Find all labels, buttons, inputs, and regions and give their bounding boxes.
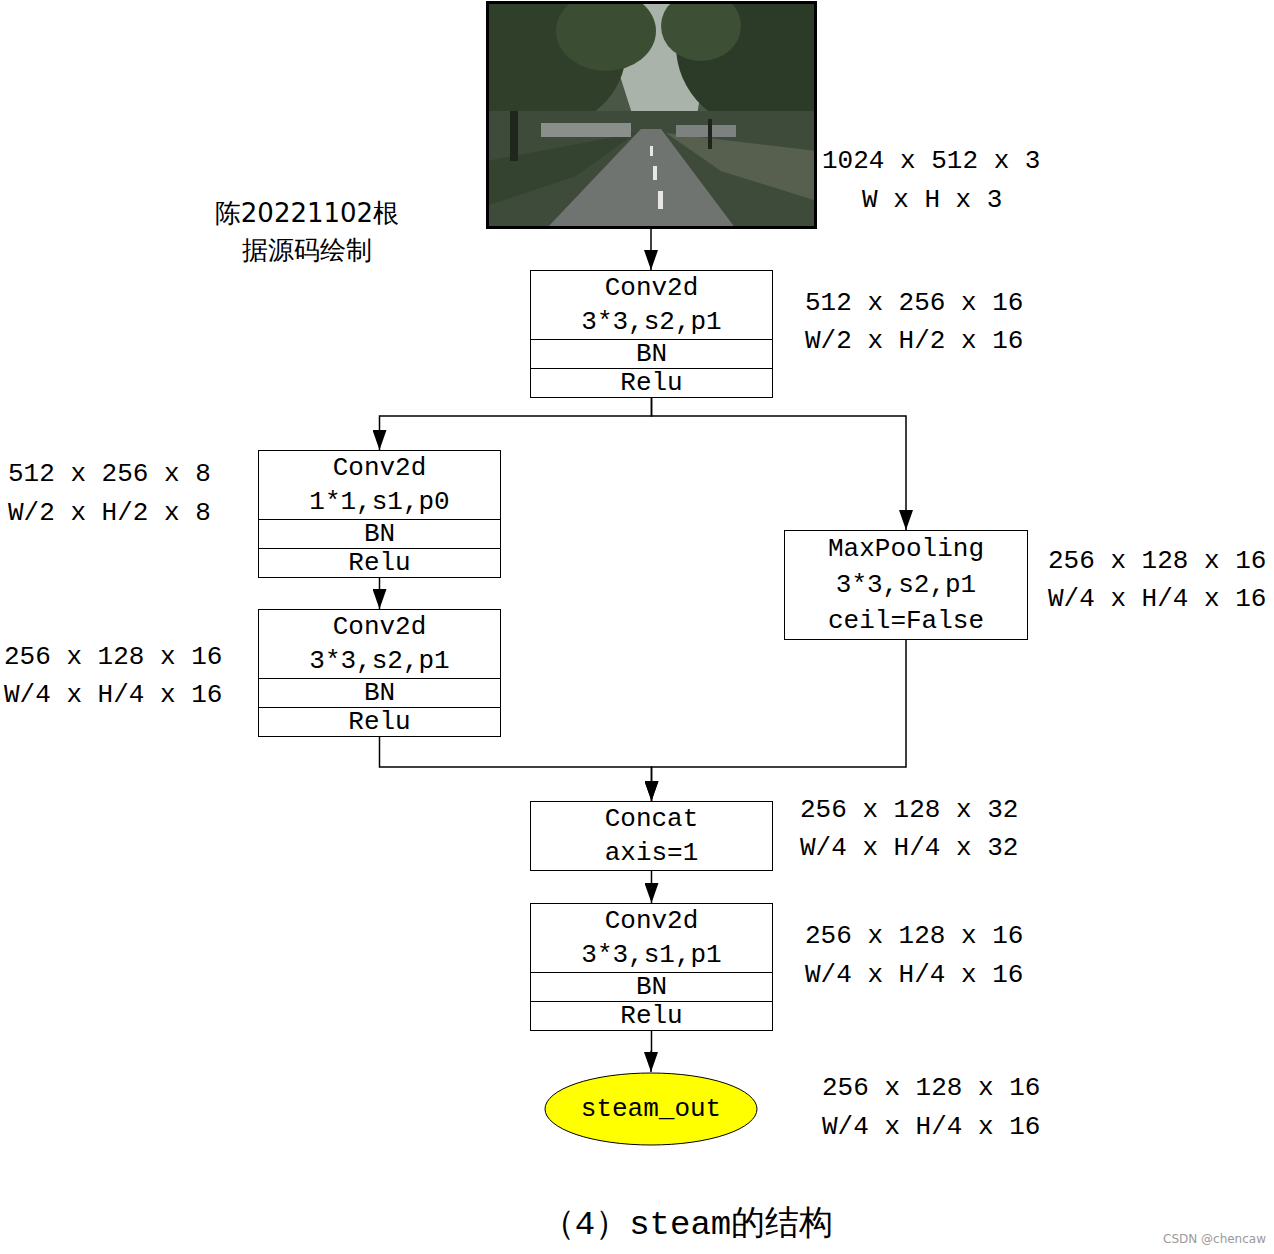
dimension-label: 512 x 256 x 16 bbox=[805, 284, 1023, 322]
dimension-label: W/4 x H/4 x 16 bbox=[1048, 580, 1266, 618]
flow-arrow bbox=[652, 398, 907, 530]
node-text: Relu bbox=[348, 708, 410, 736]
box-row: Conv2d 3*3,s2,p1 bbox=[259, 610, 500, 678]
figure-caption: （4）steam的结构 bbox=[387, 1203, 987, 1247]
dimension-label: 1024 x 512 x 3 bbox=[822, 142, 1040, 180]
node-text: Concat axis=1 bbox=[592, 802, 712, 870]
flow-arrow bbox=[380, 398, 652, 450]
box-row: Conv2d 3*3,s1,p1 bbox=[531, 904, 772, 972]
box-row: steam_out bbox=[544, 1072, 758, 1146]
node-text: Conv2d 3*3,s1,p1 bbox=[567, 904, 737, 972]
box-row: Relu bbox=[259, 707, 500, 736]
box-row: Relu bbox=[531, 368, 772, 397]
box-row: Relu bbox=[259, 548, 500, 577]
dimension-label: W/2 x H/2 x 8 bbox=[8, 494, 211, 532]
flow-arrow bbox=[379, 578, 381, 609]
dimension-label: 256 x 128 x 16 bbox=[822, 1069, 1040, 1107]
box-row: Relu bbox=[531, 1001, 772, 1030]
dimension-label: W/4 x H/4 x 16 bbox=[4, 676, 222, 714]
street-photo bbox=[486, 1, 817, 229]
dimension-label: 256 x 128 x 16 bbox=[4, 638, 222, 676]
input-arrow bbox=[650, 229, 652, 270]
dimension-label: W/2 x H/2 x 16 bbox=[805, 322, 1023, 360]
box-row: BN bbox=[531, 339, 772, 368]
node-text: BN bbox=[364, 520, 395, 548]
dimension-label: 512 x 256 x 8 bbox=[8, 455, 211, 493]
node-text: Conv2d 3*3,s2,p1 bbox=[567, 271, 737, 339]
box-row: BN bbox=[259, 519, 500, 548]
dimension-label: 256 x 128 x 16 bbox=[1048, 542, 1266, 580]
process-box: Conv2d 3*3,s1,p1BNRelu bbox=[530, 903, 773, 1031]
node-text: Relu bbox=[620, 1002, 682, 1030]
node-text: Conv2d 1*1,s1,p0 bbox=[295, 451, 465, 519]
watermark: CSDN @chencaw bbox=[1163, 1231, 1266, 1247]
flow-arrow bbox=[650, 1031, 652, 1072]
process-box: Conv2d 1*1,s1,p0BNRelu bbox=[258, 450, 501, 578]
node-text: BN bbox=[364, 679, 395, 707]
box-row: Concat axis=1 bbox=[531, 802, 772, 870]
box-row: Conv2d 3*3,s2,p1 bbox=[531, 271, 772, 339]
dimension-label: W x H x 3 bbox=[862, 181, 1002, 219]
dimension-label: W/4 x H/4 x 16 bbox=[805, 956, 1023, 994]
flow-arrow bbox=[651, 871, 653, 903]
terminal-ellipse: steam_out bbox=[544, 1072, 758, 1146]
box-row: BN bbox=[259, 678, 500, 707]
flow-arrow bbox=[652, 640, 907, 801]
box-row: MaxPooling 3*3,s2,p1 ceil=False bbox=[785, 531, 1027, 639]
dimension-label: W/4 x H/4 x 16 bbox=[822, 1108, 1040, 1146]
dimension-label: 256 x 128 x 16 bbox=[805, 917, 1023, 955]
process-box: Concat axis=1 bbox=[530, 801, 773, 871]
dimension-label: W/4 x H/4 x 32 bbox=[800, 829, 1018, 867]
node-text: Relu bbox=[620, 369, 682, 397]
process-box: Conv2d 3*3,s2,p1BNRelu bbox=[258, 609, 501, 737]
process-box: Conv2d 3*3,s2,p1BNRelu bbox=[530, 270, 773, 398]
ellipse-shape bbox=[545, 1073, 757, 1145]
box-row: Conv2d 1*1,s1,p0 bbox=[259, 451, 500, 519]
dimension-label: 256 x 128 x 32 bbox=[800, 791, 1018, 829]
box-row: BN bbox=[531, 972, 772, 1001]
node-text: BN bbox=[636, 973, 667, 1001]
node-text: BN bbox=[636, 340, 667, 368]
process-box: MaxPooling 3*3,s2,p1 ceil=False bbox=[784, 530, 1028, 640]
node-text: Conv2d 3*3,s2,p1 bbox=[295, 610, 465, 678]
node-text: MaxPooling 3*3,s2,p1 ceil=False bbox=[816, 531, 996, 639]
author-note: 陈20221102根 据源码绘制 bbox=[207, 195, 407, 269]
node-text: Relu bbox=[348, 549, 410, 577]
flow-arrow bbox=[380, 737, 652, 801]
node-text: steam_out bbox=[581, 1072, 721, 1146]
